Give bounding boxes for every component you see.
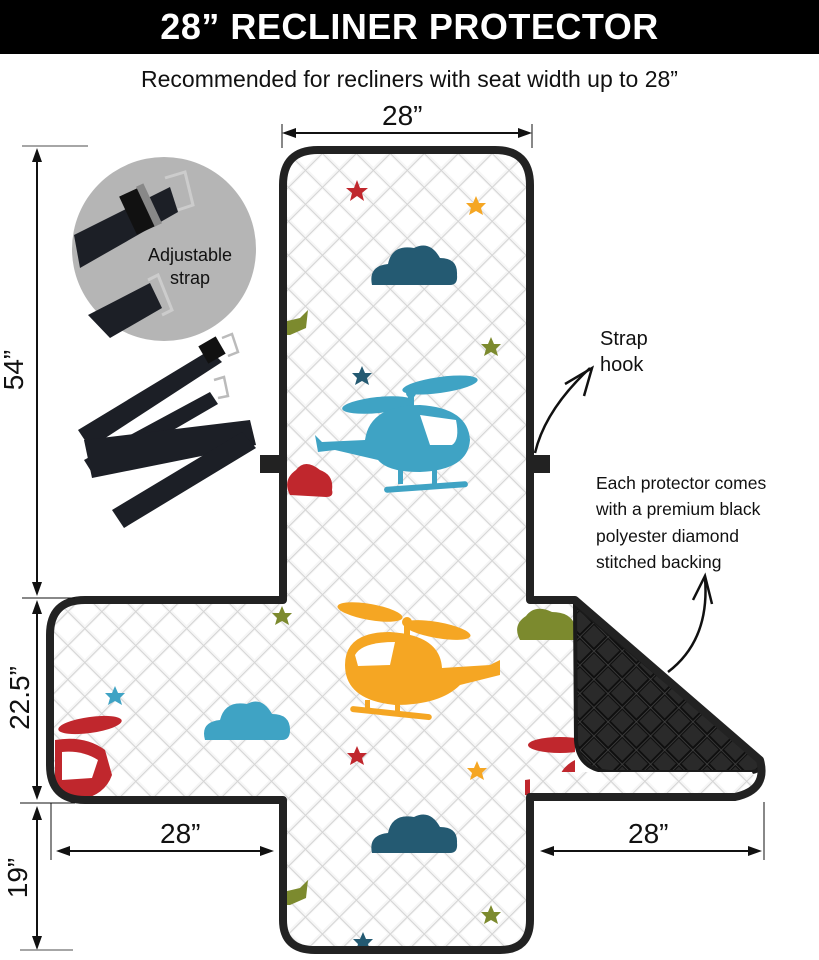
strap-closeup bbox=[72, 157, 256, 341]
title-banner: 28” RECLINER PROTECTOR bbox=[0, 0, 819, 54]
page-title: 28” RECLINER PROTECTOR bbox=[160, 6, 659, 47]
strap-hook-right bbox=[530, 455, 550, 473]
callout-backing: Each protector comes with a premium blac… bbox=[596, 470, 766, 575]
dim-seat-depth: 22.5” bbox=[3, 666, 35, 730]
strap-icon bbox=[74, 170, 195, 338]
callout-line: Strap bbox=[600, 328, 648, 350]
dimension-lines bbox=[20, 124, 765, 951]
dim-footrest-length: 19” bbox=[2, 857, 34, 899]
callout-line: with a premium black bbox=[596, 499, 761, 520]
callout-line: polyester diamond bbox=[596, 525, 739, 546]
helicopter-icon bbox=[337, 602, 500, 721]
subtitle: Recommended for recliners with seat widt… bbox=[141, 66, 678, 92]
callout-adjustable-strap: Adjustable strap bbox=[148, 244, 232, 289]
cloud-icon bbox=[204, 245, 575, 853]
callout-line: Adjustable bbox=[148, 245, 233, 265]
backing-fold bbox=[572, 600, 764, 774]
dim-top-width: 28” bbox=[382, 100, 423, 131]
callout-strap-hook: Strap hook bbox=[600, 326, 648, 378]
strap-icon bbox=[78, 332, 256, 528]
strap-hook-left bbox=[260, 455, 283, 473]
dim-backrest-length: 54” bbox=[0, 349, 30, 391]
dim-left-arm-width: 28” bbox=[160, 818, 201, 849]
cover-body bbox=[46, 146, 766, 954]
dim-right-arm-width: 28” bbox=[628, 818, 669, 849]
helicopter-icon bbox=[315, 375, 478, 493]
arrow-icon bbox=[533, 365, 714, 673]
callout-line: stitched backing bbox=[596, 551, 722, 572]
callout-line: hook bbox=[600, 354, 644, 376]
callout-line: strap bbox=[170, 267, 211, 288]
callout-line: Each protector comes bbox=[596, 473, 767, 493]
